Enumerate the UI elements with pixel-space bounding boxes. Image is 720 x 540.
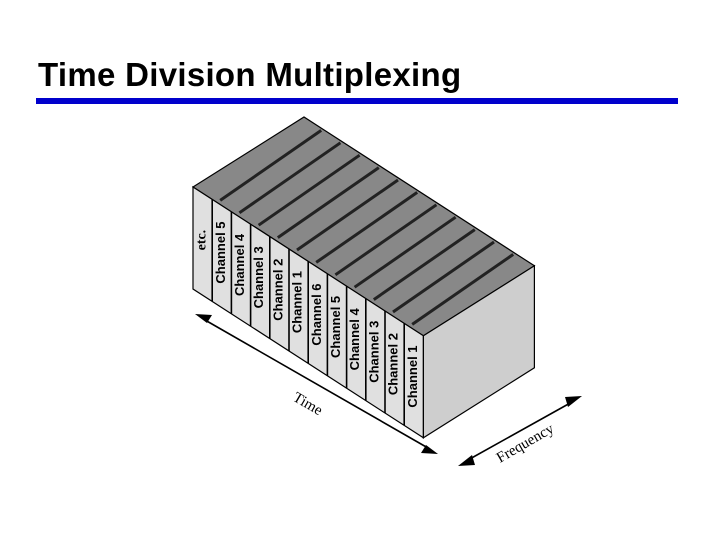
frequency-axis-line <box>467 401 573 461</box>
slot-label-channel: Channel 2 <box>270 259 285 321</box>
slot-top-divider <box>372 228 476 301</box>
slot-label-channel: Channel 2 <box>386 333 401 395</box>
time-axis-arrowhead-end <box>421 445 438 454</box>
slot-label-etc: etc. <box>195 230 210 251</box>
slot-top-divider <box>411 253 515 326</box>
frequency-axis-arrowhead-start <box>458 455 475 466</box>
time-axis-label: Time <box>290 390 325 420</box>
slot-top-divider <box>219 129 323 202</box>
slot-label-channel: Channel 6 <box>309 283 324 345</box>
frequency-axis: Frequency <box>458 396 582 466</box>
title-underline <box>36 98 678 104</box>
slot-label-channel: Channel 3 <box>366 321 381 383</box>
slot-top-divider <box>392 240 495 314</box>
slot-label-channel: Channel 4 <box>347 307 362 370</box>
channel-block <box>191 116 536 439</box>
slot-top-divider <box>257 153 361 227</box>
slot-top-divider <box>334 203 438 277</box>
slot-top-divider <box>315 191 419 264</box>
slot-label-channel: Channel 5 <box>328 296 343 358</box>
slot-top-divider <box>296 178 399 252</box>
slot-label-channel: Channel 1 <box>290 271 305 333</box>
slot-top-divider <box>353 215 457 289</box>
side-face <box>422 264 536 439</box>
frequency-axis-arrowhead-end <box>565 396 582 407</box>
time-axis-line <box>204 319 429 449</box>
slot-label-channel: Channel 4 <box>232 233 247 296</box>
time-axis-arrowhead-start <box>195 314 212 323</box>
slide-title: Time Division Multiplexing <box>38 56 462 93</box>
slot-top-divider <box>276 166 380 239</box>
slot-top-divider <box>238 141 342 215</box>
slot-label-channel: Channel 1 <box>405 345 420 407</box>
slot-label-channel: Channel 5 <box>213 221 228 283</box>
slot-label-channel: Channel 3 <box>251 246 266 308</box>
